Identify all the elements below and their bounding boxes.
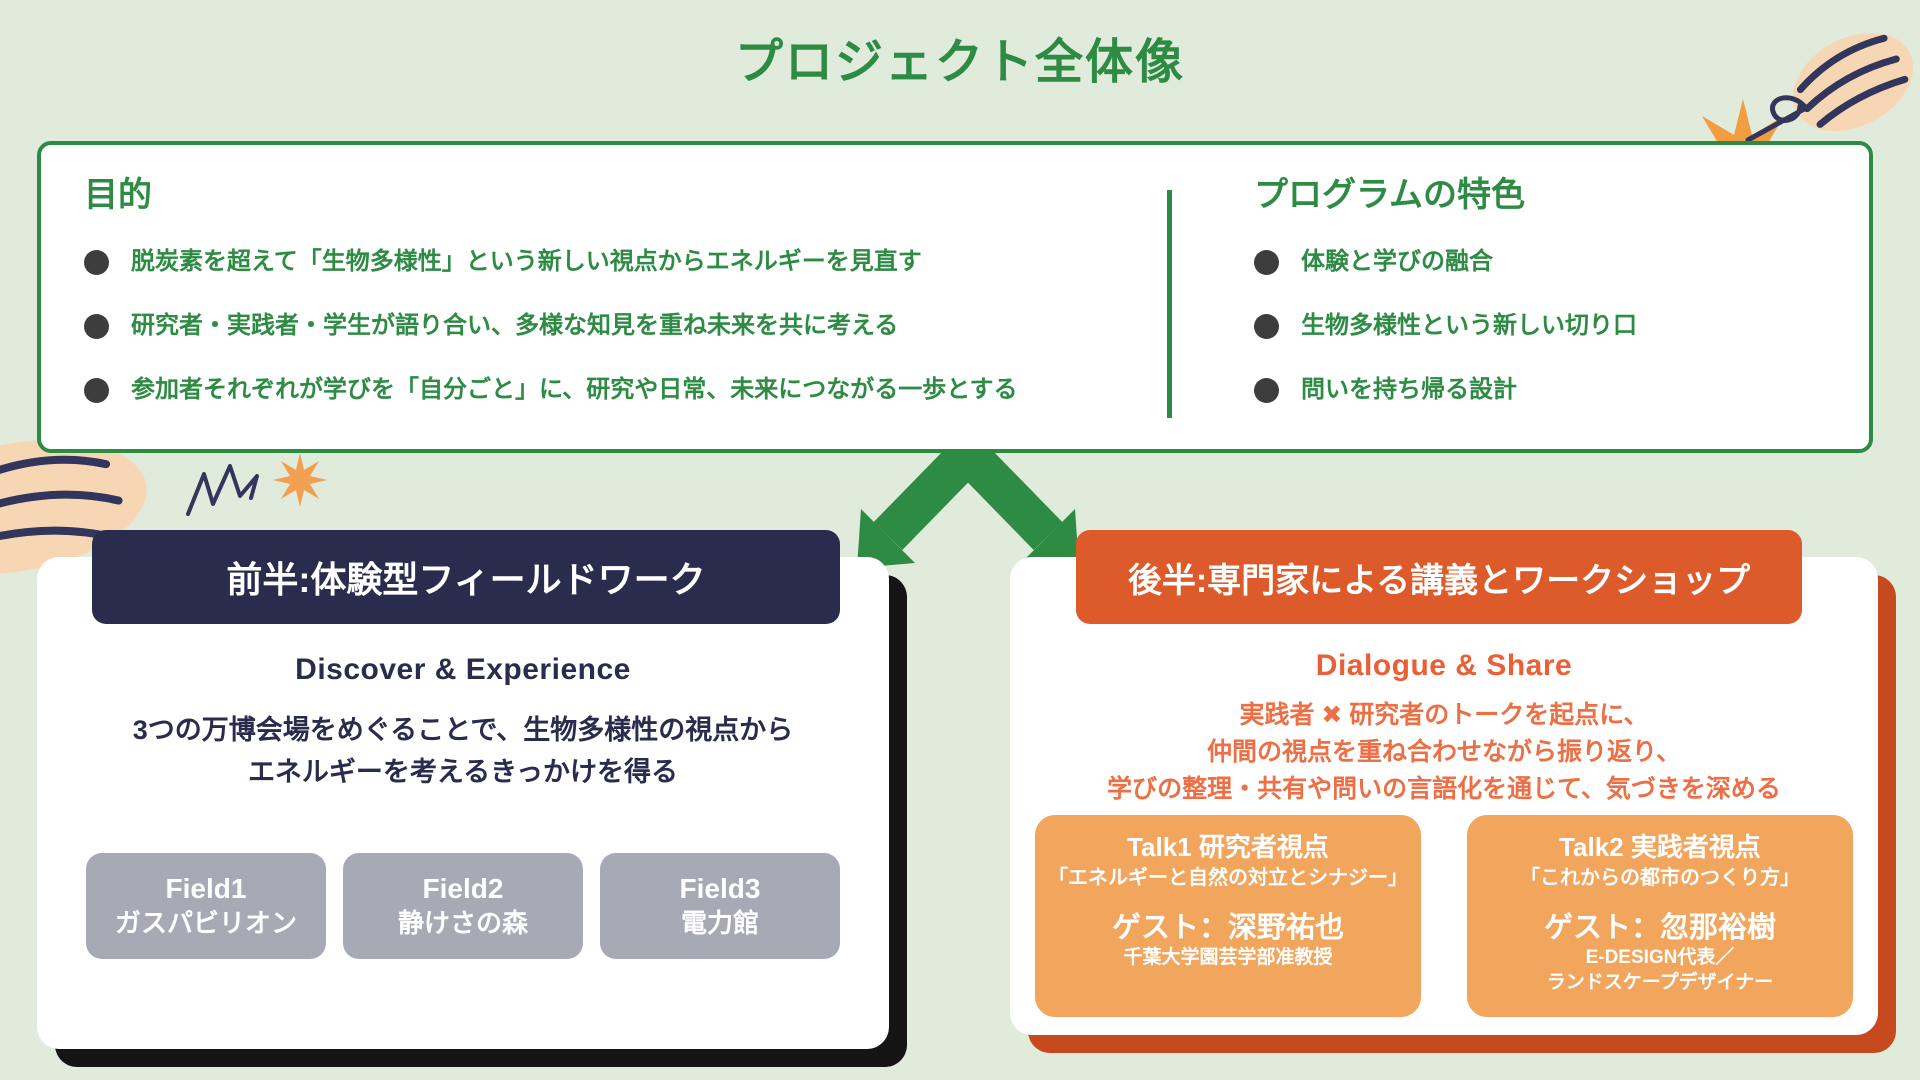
talk-box-2: Talk2 実践者視点 「これからの都市のつくり方」 ゲスト：忽那裕樹 E-DE…	[1467, 815, 1853, 1017]
scribble-icon	[186, 464, 259, 516]
talk-affiliation-line: E-DESIGN代表／	[1585, 947, 1735, 968]
field-name: 静けさの森	[397, 908, 528, 938]
field-label: Field1	[165, 873, 247, 904]
purpose-section: 目的 脱炭素を超えて「生物多様性」という新しい視点からエネルギーを見直す 研究者…	[84, 167, 1154, 438]
purpose-heading: 目的	[84, 176, 152, 214]
talk-topic: 「これからの都市のつくり方」	[1520, 867, 1800, 889]
fields-row: Field1 ガスパビリオン Field2 静けさの森 Field3 電力館	[86, 853, 840, 959]
first-half-description-line: 3つの万博会場をめぐることで、生物多様性の視点から	[132, 715, 794, 745]
first-half-header: 前半:体験型フィールドワーク	[92, 530, 840, 624]
branch-arrow-icon	[857, 425, 1079, 568]
field-label: Field2	[422, 873, 504, 904]
bullet-dot-icon	[84, 249, 109, 275]
purpose-bullet-text: 参加者それぞれが学びを「自分ごと」に、研究や日常、未来につながる一歩とする	[131, 376, 1018, 403]
talk-title: Talk2 実践者視点	[1559, 832, 1761, 862]
field-name: ガスパビリオン	[114, 908, 297, 938]
talk-box-1: Talk1 研究者視点 「エネルギーと自然の対立とシナジー」 ゲスト：深野祐也 …	[1035, 815, 1421, 1017]
features-bullet-row: 体験と学びの融合	[1254, 246, 1834, 278]
talks-row: Talk1 研究者視点 「エネルギーと自然の対立とシナジー」 ゲスト：深野祐也 …	[1035, 815, 1853, 1017]
purpose-bullet-row: 研究者・実践者・学生が語り合い、多様な知見を重ね未来を共に考える	[84, 310, 1154, 342]
talk-affiliation-line: 千葉大学園芸学部准教授	[1123, 947, 1333, 968]
features-section: プログラムの特色 体験と学びの融合 生物多様性という新しい切り口 問いを持ち帰る…	[1254, 167, 1834, 438]
second-half-header: 後半:専門家による講義とワークショップ	[1076, 530, 1802, 624]
features-bullet-text: 生物多様性という新しい切り口	[1301, 312, 1637, 339]
star-icon	[273, 453, 327, 507]
purpose-bullet-text: 脱炭素を超えて「生物多様性」という新しい視点からエネルギーを見直す	[131, 248, 922, 275]
bullet-dot-icon	[1254, 313, 1279, 339]
field-name: 電力館	[680, 908, 759, 938]
purpose-bullet-row: 参加者それぞれが学びを「自分ごと」に、研究や日常、未来につながる一歩とする	[84, 374, 1154, 406]
field-label: Field3	[679, 873, 761, 904]
features-bullet-list: 体験と学びの融合 生物多様性という新しい切り口 問いを持ち帰る設計	[1254, 246, 1834, 406]
features-bullet-row: 生物多様性という新しい切り口	[1254, 310, 1834, 342]
purpose-bullet-row: 脱炭素を超えて「生物多様性」という新しい視点からエネルギーを見直す	[84, 246, 1154, 278]
talk-topic: 「エネルギーと自然の対立とシナジー」	[1048, 867, 1408, 889]
field-box-3: Field3 電力館	[600, 853, 840, 959]
second-half-card: 後半:専門家による講義とワークショップ Dialogue & Share 実践者…	[1010, 530, 1878, 1035]
field-box-2: Field2 静けさの森	[343, 853, 583, 959]
second-half-description-line: 実践者 ✖ 研究者のトークを起点に、	[1239, 701, 1649, 729]
bullet-dot-icon	[84, 313, 109, 339]
field-box-1: Field1 ガスパビリオン	[86, 853, 326, 959]
bullet-dot-icon	[1254, 249, 1279, 275]
pen-icon	[1745, 95, 1810, 143]
page-title: プロジェクト全体像	[734, 36, 1185, 89]
first-half-subtitle: Discover & Experience	[295, 653, 631, 686]
second-half-description-line: 学びの整理・共有や問いの言語化を通じて、気づきを深める	[1107, 775, 1781, 803]
talk-title: Talk1 研究者視点	[1127, 832, 1329, 862]
column-divider	[1167, 190, 1172, 418]
features-heading: プログラムの特色	[1254, 176, 1525, 214]
features-bullet-text: 体験と学びの融合	[1301, 248, 1493, 275]
first-half-description: 3つの万博会場をめぐることで、生物多様性の視点から エネルギーを考えるきっかけを…	[37, 709, 889, 793]
talk-affiliation-line: ランドスケープデザイナー	[1546, 972, 1774, 993]
talk-guest: ゲスト：深野祐也	[1111, 912, 1344, 944]
bullet-dot-icon	[1254, 377, 1279, 403]
second-half-description: 実践者 ✖ 研究者のトークを起点に、 仲間の視点を重ね合わせながら振り返り、 学…	[1010, 697, 1878, 808]
purpose-bullet-text: 研究者・実践者・学生が語り合い、多様な知見を重ね未来を共に考える	[131, 312, 899, 339]
talk-guest: ゲスト：忽那裕樹	[1543, 912, 1776, 944]
features-bullet-text: 問いを持ち帰る設計	[1301, 376, 1517, 403]
features-bullet-row: 問いを持ち帰る設計	[1254, 374, 1834, 406]
second-half-description-line: 仲間の視点を重ね合わせながら振り返り、	[1206, 738, 1681, 766]
overview-box: 目的 脱炭素を超えて「生物多様性」という新しい視点からエネルギーを見直す 研究者…	[37, 141, 1873, 453]
first-half-description-line: エネルギーを考えるきっかけを得る	[247, 757, 679, 787]
purpose-bullet-list: 脱炭素を超えて「生物多様性」という新しい視点からエネルギーを見直す 研究者・実践…	[84, 246, 1154, 406]
first-half-card: 前半:体験型フィールドワーク Discover & Experience 3つの…	[37, 530, 889, 1049]
bullet-dot-icon	[84, 377, 109, 403]
second-half-subtitle: Dialogue & Share	[1315, 649, 1573, 682]
